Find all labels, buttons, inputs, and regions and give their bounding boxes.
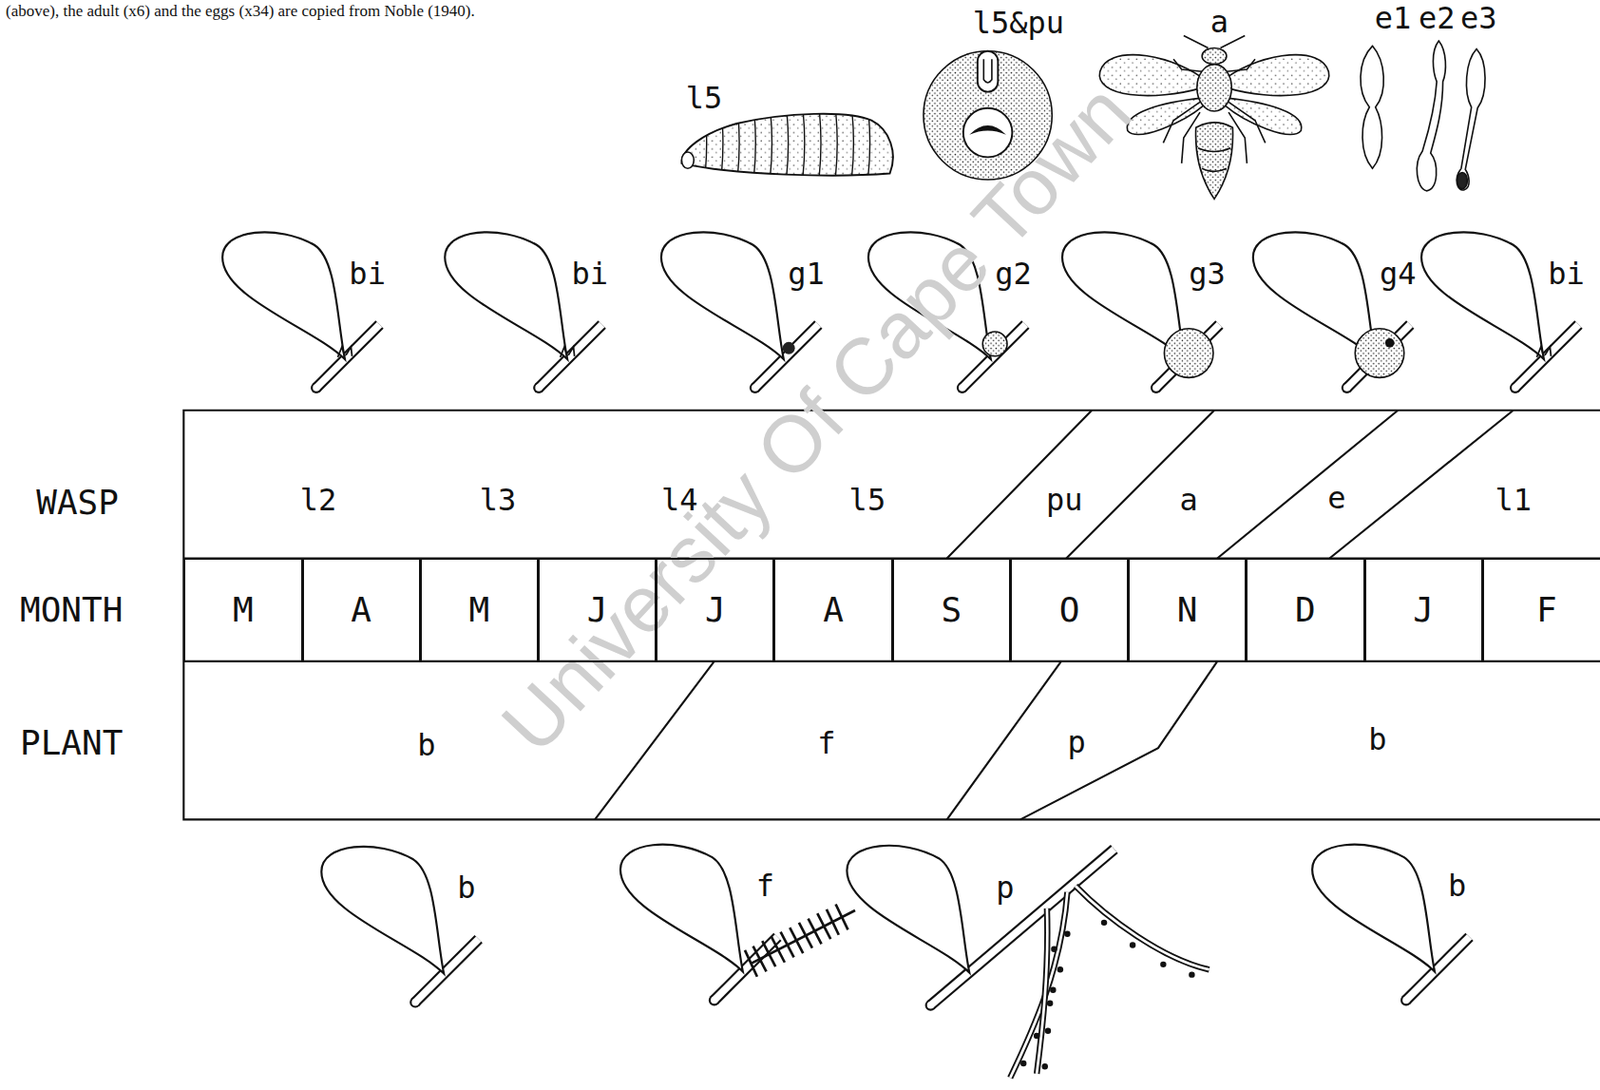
plant-phase-label: p — [1066, 726, 1086, 758]
stage-label: l5 — [685, 82, 724, 114]
stage-label: e2 — [1418, 2, 1456, 34]
figure-caption: (above), the adult (x6) and the eggs (x3… — [5, 2, 476, 21]
month-letter: A — [350, 592, 372, 628]
month-cell: D — [1245, 557, 1365, 662]
plant-phase-label: b — [1368, 723, 1387, 755]
stage-label: e1 — [1374, 2, 1412, 34]
wasp-stage-label: pu — [1046, 484, 1084, 515]
larva-drawing — [681, 101, 893, 184]
month-letter: J — [1412, 592, 1434, 628]
row-header: WASP — [36, 485, 119, 520]
wasp-stage-label: l4 — [661, 484, 699, 515]
month-letter: A — [822, 592, 844, 628]
leaf-stage-label: bi — [571, 258, 609, 289]
wasp-stage-label: a — [1180, 484, 1199, 515]
month-letter: M — [469, 592, 491, 628]
plant-phase-label: b — [1447, 870, 1467, 901]
leaf-stage-label: g1 — [787, 258, 825, 289]
month-letter: D — [1295, 592, 1316, 628]
month-cell: J — [655, 557, 775, 662]
egg-drawings — [1360, 40, 1486, 191]
leaf-gall-series — [222, 231, 1579, 394]
month-cell: N — [1127, 557, 1247, 662]
leaf-stage-label: bi — [348, 258, 386, 289]
leaf-stage-label: g4 — [1379, 258, 1417, 289]
month-letter: S — [940, 592, 962, 628]
month-cell: M — [183, 557, 303, 662]
month-cell: A — [773, 557, 893, 662]
month-letter: N — [1177, 592, 1199, 628]
month-letter: M — [232, 592, 254, 628]
leaf-stage-label: bi — [1547, 258, 1585, 289]
plant-phase-label: f — [756, 870, 775, 901]
plant-phase-label: f — [817, 727, 836, 759]
stage-label: a — [1210, 6, 1229, 38]
plant-phase-label: p — [995, 872, 1014, 903]
row-header: PLANT — [19, 725, 123, 761]
wasp-stage-label: l5 — [849, 484, 887, 515]
month-letter: J — [704, 592, 726, 628]
month-letter: F — [1536, 592, 1558, 628]
leaf-stage-label: g2 — [994, 258, 1032, 289]
month-letter: J — [587, 592, 609, 628]
wasp-stage-label: e — [1327, 482, 1346, 514]
month-cell: O — [1009, 557, 1129, 662]
plant-phase-drawings — [321, 844, 1469, 1078]
stage-label: l5&pu — [972, 7, 1065, 39]
phenology-table-frame — [183, 410, 1600, 820]
wasp-stage-label: l2 — [300, 484, 338, 515]
plant-phase-label: b — [457, 872, 476, 903]
month-cell: J — [537, 557, 657, 662]
month-letter: O — [1059, 592, 1081, 628]
month-cell: M — [419, 557, 539, 662]
month-cell: S — [892, 557, 1011, 662]
wasp-stage-label: l3 — [479, 484, 517, 515]
gall-section-drawing — [923, 51, 1052, 180]
month-cell: J — [1364, 557, 1484, 662]
row-header: MONTH — [19, 592, 123, 628]
leaf-stage-label: g3 — [1188, 258, 1226, 289]
wasp-stage-label: l1 — [1494, 484, 1532, 515]
month-cell: A — [302, 557, 421, 662]
stage-label: e3 — [1460, 2, 1498, 34]
plant-phase-label: b — [417, 729, 436, 761]
month-cell: F — [1482, 557, 1600, 662]
adult-wasp-drawing — [1099, 36, 1329, 200]
